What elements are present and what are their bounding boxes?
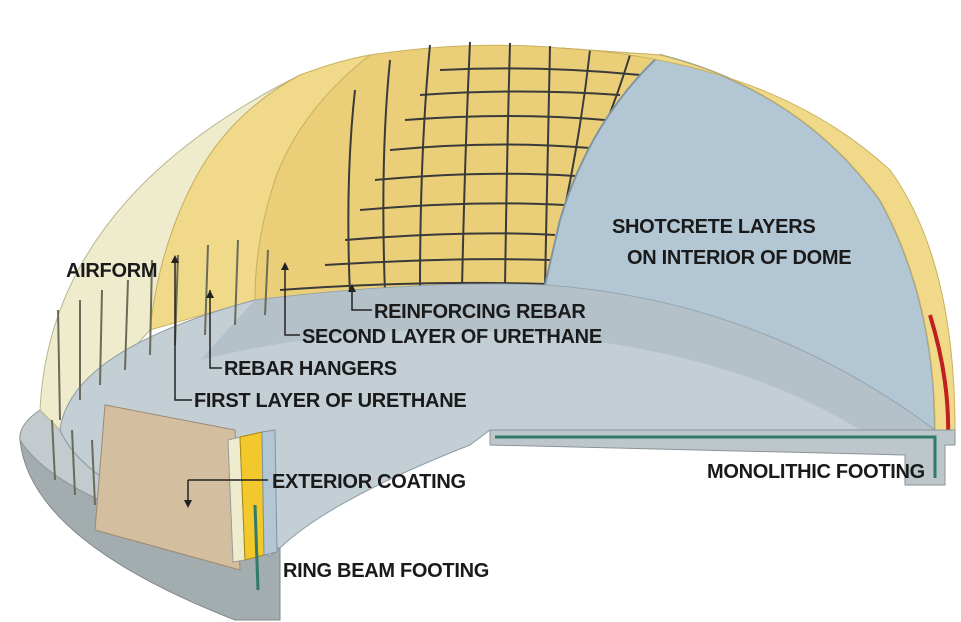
exterior-coating-panel: [94, 404, 241, 571]
rebar-grid: [279, 41, 641, 295]
wall-section-concrete: [261, 429, 278, 556]
label-exterior-coating: EXTERIOR COATING: [272, 471, 466, 493]
label-rebar-hangers: REBAR HANGERS: [224, 358, 397, 380]
slab-steel: [495, 435, 937, 478]
label-reinforcing-rebar: REINFORCING REBAR: [374, 301, 586, 323]
label-monolithic-footing: MONOLITHIC FOOTING: [707, 461, 925, 483]
ring-beam-steel: [253, 504, 260, 591]
label-shotcrete-line2: ON INTERIOR OF DOME: [627, 247, 851, 269]
label-second-urethane: SECOND LAYER OF URETHANE: [302, 326, 602, 348]
label-shotcrete-line1: SHOTCRETE LAYERS: [612, 216, 815, 238]
label-ring-beam-footing: RING BEAM FOOTING: [283, 560, 489, 582]
label-first-urethane: FIRST LAYER OF URETHANE: [194, 390, 466, 412]
leader-lines: [174, 260, 372, 503]
arrowheads: [171, 255, 356, 508]
label-airform: AIRFORM: [66, 260, 157, 282]
monolithic-slab: [489, 429, 956, 486]
exterior-red-edge: [928, 314, 951, 441]
floor-shadow: [200, 284, 935, 430]
